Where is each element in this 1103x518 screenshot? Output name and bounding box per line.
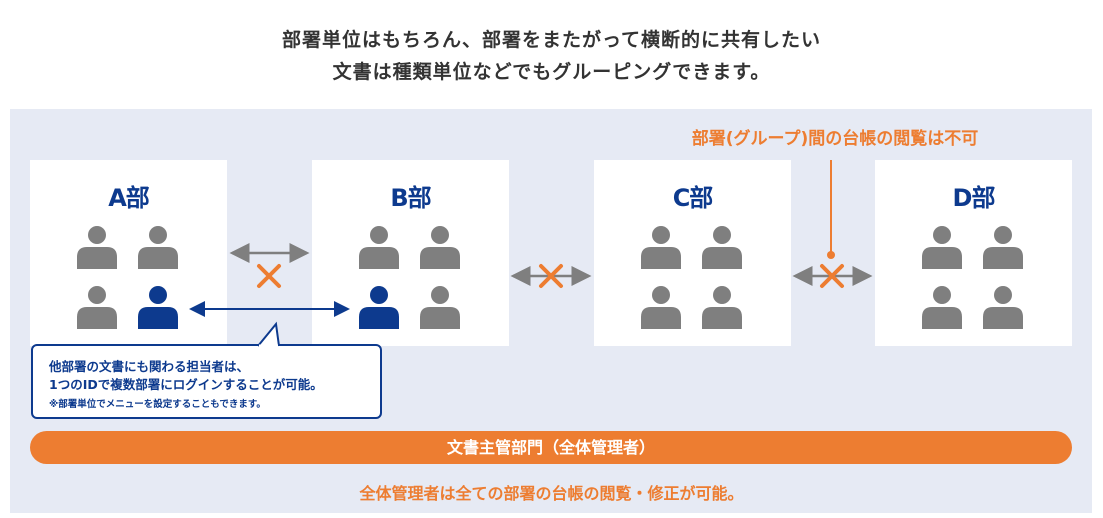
annotation-pointer-dot [827, 251, 835, 259]
callout-footnote: ※部署単位でメニューを設定することもできます。 [49, 399, 266, 410]
cross-icon [539, 264, 563, 288]
person-icon [983, 286, 1023, 329]
person-icon [420, 286, 460, 329]
no-cross-view-note: 部署(グループ)間の台帳の閲覧は不可 [691, 129, 979, 149]
cross-icon [820, 264, 844, 288]
diagram-title: 部署単位はもちろん、部署をまたがって横断的に共有したい 文書は種類単位などでもグ… [0, 24, 1103, 88]
callout-text-line-2: 1つのIDで複数部署にログインすることが可能。 [49, 377, 323, 392]
department-name: B部 [390, 184, 431, 212]
shared-user-callout: 他部署の文書にも関わる担当者は、 1つのIDで複数部署にログインすることが可能。… [31, 344, 382, 419]
person-icon [77, 226, 117, 269]
department-d: D部 [875, 160, 1072, 346]
person-icon [922, 226, 962, 269]
cross-icon [257, 264, 281, 288]
admin-department-bar: 文書主管部門（全体管理者） [30, 431, 1072, 464]
person-icon [77, 286, 117, 329]
person-icon [702, 226, 742, 269]
title-line-1: 部署単位はもちろん、部署をまたがって横断的に共有したい [281, 29, 822, 51]
person-icon [641, 286, 681, 329]
admin-permission-note: 全体管理者は全ての部署の台帳の閲覧・修正が可能。 [359, 484, 744, 503]
department-name: C部 [672, 184, 714, 212]
person-icon [922, 286, 962, 329]
department-name: A部 [108, 184, 150, 212]
person-icon [359, 226, 399, 269]
callout-text-line-1: 他部署の文書にも関わる担当者は、 [49, 359, 250, 374]
person-icon [641, 226, 681, 269]
person-icon [983, 226, 1023, 269]
person-icon [420, 226, 460, 269]
person-icon-shared-user [138, 286, 178, 329]
department-c: C部 [594, 160, 791, 346]
person-icon-shared-user [359, 286, 399, 329]
person-icons [77, 226, 1023, 329]
title-line-2: 文書は種類単位などでもグルーピングできます。 [332, 61, 771, 83]
person-icon [702, 286, 742, 329]
person-icon [138, 226, 178, 269]
department-name: D部 [952, 184, 996, 212]
